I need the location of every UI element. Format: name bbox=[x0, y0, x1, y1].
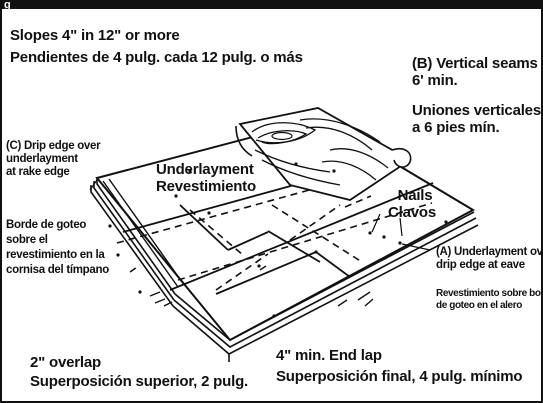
underlayment-es: Revestimiento bbox=[156, 177, 256, 195]
vertical-seams-label-en: (B) Vertical seams 6' min. bbox=[412, 55, 538, 90]
overlap-label-en: 2" overlap bbox=[30, 354, 101, 371]
nails-en: Nails bbox=[397, 187, 433, 204]
rake-drip-edge bbox=[102, 178, 183, 288]
uniones-line-1: Uniones verticales bbox=[412, 102, 541, 119]
slope-label-en: Slopes 4" in 12" or more bbox=[10, 27, 180, 44]
vertical-seams-label-es: Uniones verticales a 6 pies mín. bbox=[412, 102, 541, 137]
vertical-seams-line-1: (B) Vertical seams bbox=[412, 55, 538, 72]
rake-es-line-2: sobre el bbox=[6, 233, 48, 246]
endlap-label-es: Superposición final, 4 pulg. mínimo bbox=[276, 368, 523, 385]
endlap-label-en: 4" min. End lap bbox=[276, 347, 382, 364]
rake-drip-edge-label-es: Borde de goteo sobre el revestimiento en… bbox=[6, 219, 109, 277]
wood-deck bbox=[235, 107, 412, 201]
rake-en-line-1: (C) Drip edge over bbox=[6, 140, 101, 152]
rake-drip-edge-label-en: (C) Drip edge over underlayment at rake … bbox=[6, 140, 101, 179]
top-band bbox=[0, 0, 543, 9]
underlayment-en: Underlayment bbox=[156, 161, 254, 178]
underlayment-label: Underlayment Revestimiento bbox=[156, 161, 256, 196]
eave-en-line-2: drip edge at eave bbox=[436, 258, 525, 271]
rake-es-line-3: revestimiento en la bbox=[6, 248, 105, 261]
nails-label: Nails Clavos bbox=[388, 187, 436, 222]
uniones-line-2: a 6 pies mín. bbox=[412, 118, 500, 136]
rake-en-line-2: underlayment bbox=[6, 152, 78, 165]
slope-label-es: Pendientes de 4 pulg. cada 12 pulg. o má… bbox=[10, 49, 303, 66]
eave-es-line-2: de goteo en el alero bbox=[436, 300, 522, 311]
nails-es: Clavos bbox=[388, 203, 436, 221]
rake-es-line-1: Borde de goteo bbox=[6, 219, 87, 231]
eave-en-line-1: (A) Underlayment over bbox=[436, 246, 543, 258]
rake-en-line-3: at rake edge bbox=[6, 165, 70, 178]
overlap-label-es: Superposición superior, 2 pulg. bbox=[30, 373, 249, 390]
top-band-letter: g bbox=[4, 0, 11, 11]
leader-lines bbox=[89, 179, 431, 251]
dimension-ticks bbox=[149, 265, 374, 307]
eave-label-en: (A) Underlayment over drip edge at eave bbox=[436, 246, 543, 272]
vertical-seam-lines bbox=[179, 204, 351, 278]
nail-dots bbox=[108, 162, 448, 318]
rake-es-line-4: cornisa del tímpano bbox=[6, 263, 109, 276]
vertical-seams-line-2: 6' min. bbox=[412, 71, 458, 89]
